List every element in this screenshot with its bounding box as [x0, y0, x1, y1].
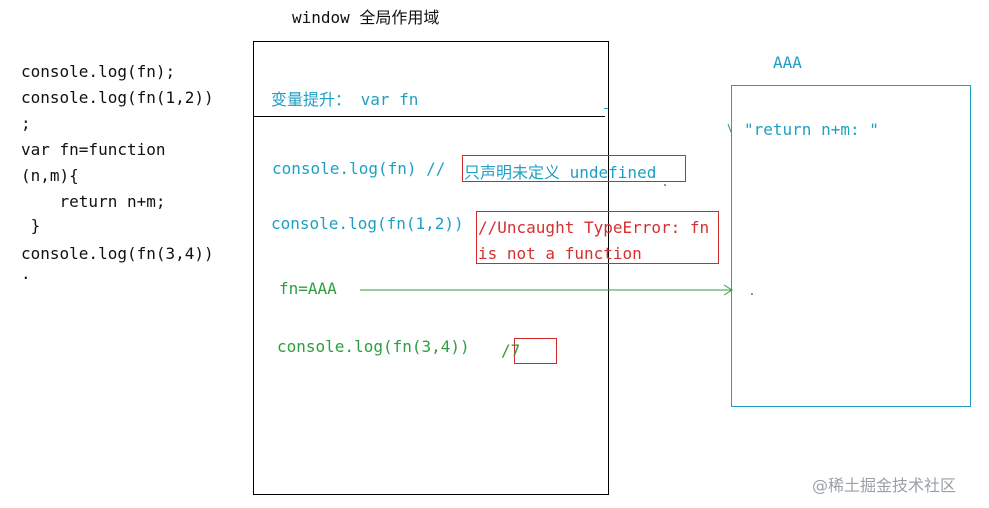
- code-line: return n+m;: [21, 192, 166, 211]
- hoist-divider: [253, 116, 605, 117]
- code-line: ;: [21, 114, 31, 133]
- undefined-note-box: [462, 155, 686, 182]
- code-line: console.log(fn(1,2)): [21, 88, 214, 107]
- watermark: @稀土掘金技术社区: [812, 476, 957, 495]
- assign-arrow-head: [723, 284, 733, 296]
- typeerror-note-line2: is not a function: [478, 244, 642, 263]
- log-call-code: console.log(fn(1,2)): [271, 214, 464, 233]
- undefined-note: 只声明未定义 undefined: [464, 163, 657, 182]
- stray-dot: [664, 184, 666, 186]
- stray-dot: [751, 293, 753, 295]
- hoist-tick: [604, 108, 608, 109]
- code-line: .: [21, 264, 31, 283]
- log-fn-code: console.log(fn) //: [272, 159, 446, 178]
- heap-label: AAA: [773, 53, 802, 72]
- code-line: var fn=function: [21, 140, 166, 159]
- assign-code: fn=AAA: [279, 279, 337, 298]
- typeerror-note-box: [476, 211, 719, 264]
- typeerror-note-line1: //Uncaught TypeError: fn: [478, 218, 710, 237]
- heap-tick: [727, 123, 732, 133]
- heap-content: "return n+m: ": [744, 120, 879, 139]
- hoisting-label: 变量提升： var fn: [271, 90, 419, 109]
- result-value: /7: [501, 341, 521, 360]
- code-line: console.log(fn(3,4)): [21, 244, 214, 263]
- result-box: [514, 338, 557, 364]
- code-line: console.log(fn);: [21, 62, 176, 81]
- heap-object-box: [731, 85, 971, 407]
- code-line: (n,m){: [21, 166, 79, 185]
- global-scope-box: [253, 41, 609, 495]
- window-scope-title: window 全局作用域: [292, 8, 440, 27]
- log-call-result-code: console.log(fn(3,4)): [277, 337, 470, 356]
- code-line: }: [21, 216, 41, 235]
